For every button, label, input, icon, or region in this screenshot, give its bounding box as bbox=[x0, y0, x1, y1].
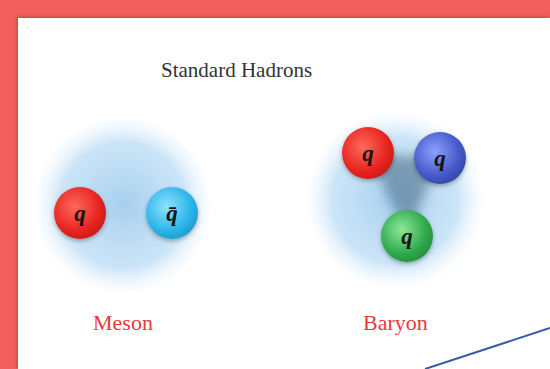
quark-symbol: q bbox=[401, 225, 413, 248]
quark-symbol: q bbox=[434, 147, 446, 170]
quark-ball: q bbox=[54, 187, 106, 239]
diagram-title: Standard Hadrons bbox=[161, 58, 312, 83]
hadron-name: Baryon bbox=[363, 310, 428, 336]
hadron-glow: Baryon q q q bbox=[300, 105, 490, 350]
quark-ball: q bbox=[381, 210, 433, 262]
quark-symbol: q bbox=[74, 202, 86, 225]
quark-ball: q bbox=[414, 132, 466, 184]
quark-symbol: q bbox=[362, 142, 374, 165]
quark-ball: q bbox=[342, 127, 394, 179]
quark-symbol: q̄ bbox=[166, 202, 178, 225]
quark-ball: q̄ bbox=[146, 187, 198, 239]
hadron-name: Meson bbox=[93, 310, 153, 336]
divider-line bbox=[425, 328, 550, 369]
hadron-glow: Meson q q̄ bbox=[28, 110, 218, 350]
